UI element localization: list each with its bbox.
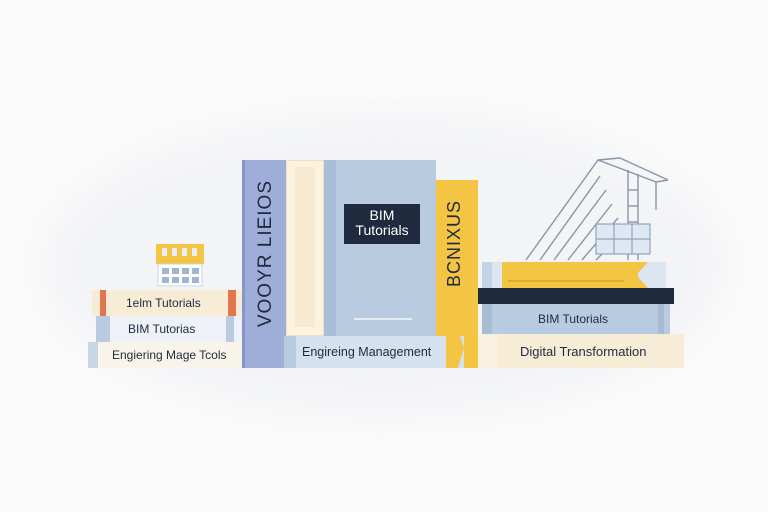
cover-label-panel: BIM Tutorials xyxy=(344,204,420,244)
book-left-2-title: BIM Tutorias xyxy=(128,322,196,336)
book-left-2: BIM Tutorias xyxy=(96,316,242,342)
book-left-3-title: Engiering Mage Tcols xyxy=(112,348,227,362)
cover-label: BIM Tutorials xyxy=(355,207,409,238)
book-left-1: 1elm Tutorials xyxy=(92,290,242,316)
book-blue-spine-title: VOOYR LIEIOS xyxy=(255,180,276,328)
book-cream xyxy=(286,160,324,336)
book-left-3: Engiering Mage Tcols xyxy=(88,342,242,368)
book-right-base: Digital Transformation xyxy=(478,334,684,368)
building-icon xyxy=(156,244,204,287)
book-right-blue-title: BIM Tutorials xyxy=(538,312,609,326)
book-center-base: Engireing Management xyxy=(284,336,464,368)
bookmark-ribbon xyxy=(446,330,464,368)
construction-frame-icon xyxy=(525,157,669,261)
book-left-1-title: 1elm Tutorials xyxy=(126,296,201,310)
book-center-cover: BIM Tutorials xyxy=(324,160,436,336)
book-center-base-title: Engireing Management xyxy=(302,345,432,359)
book-right-navy xyxy=(478,288,674,304)
book-blue-spine: VOOYR LIEIOS xyxy=(242,160,286,368)
book-right-base-title: Digital Transformation xyxy=(520,344,647,359)
book-right-yellow-notch xyxy=(626,262,648,288)
book-right-yellow xyxy=(502,262,638,288)
book-yellow-spine-title: BCNIXUS xyxy=(444,200,464,288)
book-right-blue: BIM Tutorials xyxy=(482,304,670,334)
